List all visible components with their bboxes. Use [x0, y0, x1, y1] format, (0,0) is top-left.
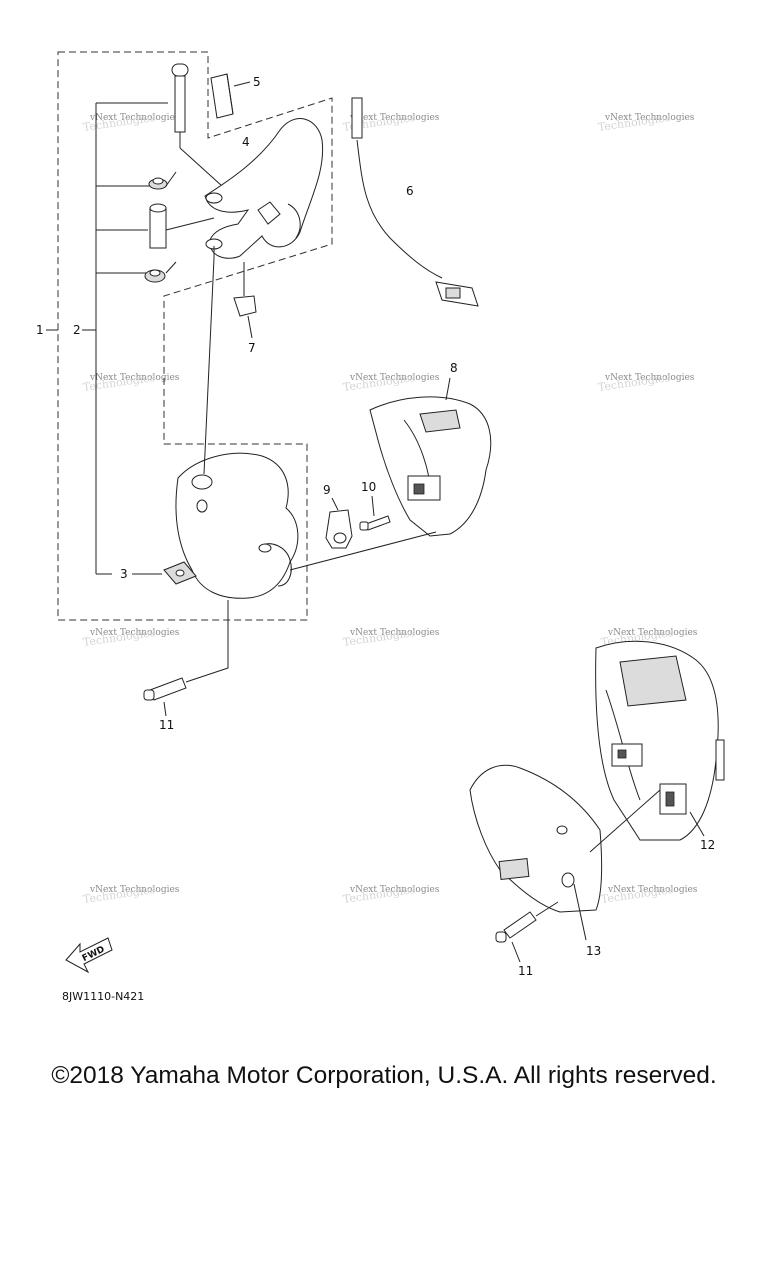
- callout-4: 4: [242, 135, 250, 149]
- watermark-text: vNext Technologies: [89, 373, 180, 383]
- fwd-arrow-icon: FWD: [65, 937, 113, 974]
- callout-2: 2: [73, 323, 81, 337]
- part-11-screw-upper: [143, 600, 229, 717]
- diagram-code: 8JW1110-N421: [62, 990, 144, 1003]
- watermark-text: vNext Technologies: [89, 113, 180, 123]
- watermark: vNext Technologies Technologies: [342, 883, 440, 906]
- watermark: vNext Technologies Technologies: [82, 111, 180, 134]
- collar-washer-set: [144, 171, 215, 283]
- part-9-bracket: [325, 497, 353, 549]
- watermark: vNext Technologies Technologies: [342, 626, 440, 649]
- part-6-cable: [351, 97, 479, 307]
- watermark-text: vNext Technologies: [89, 628, 180, 638]
- part-3-plate: [163, 561, 197, 585]
- switch-housing-front: [175, 246, 299, 599]
- callout-5: 5: [253, 75, 261, 89]
- assembly-1-boundary: [57, 51, 333, 621]
- callout-8: 8: [450, 361, 458, 375]
- callout-3: 3: [120, 567, 128, 581]
- part-7-clip: [233, 262, 257, 339]
- watermark: vNext Technologies Technologies: [597, 371, 695, 394]
- watermark-text: vNext Technologies: [89, 885, 180, 895]
- watermark-text: vNext Technologies: [349, 373, 440, 383]
- watermark-text: vNext Technologies: [349, 628, 440, 638]
- callout-7: 7: [248, 341, 256, 355]
- callout-11-lower: 11: [518, 964, 533, 978]
- callout-11-upper: 11: [159, 718, 174, 732]
- callout-12: 12: [700, 838, 715, 852]
- watermark: vNext Technologies Technologies: [342, 371, 440, 394]
- part-4-bracket: [204, 118, 324, 259]
- callout-9: 9: [323, 483, 331, 497]
- callout-6: 6: [406, 184, 414, 198]
- watermark: vNext Technologies Technologies: [600, 883, 698, 906]
- callout-labels: 1 2 3 4 5 6 7 8 9 10 11 11 12 13: [36, 75, 715, 978]
- parts-diagram: vNext Technologies Technologies vNext Te…: [36, 51, 725, 1003]
- copyright-notice: ©2018 Yamaha Motor Corporation, U.S.A. A…: [51, 1062, 717, 1089]
- part-10-screw: [359, 495, 391, 531]
- watermark: vNext Technologies Technologies: [82, 626, 180, 649]
- watermark-text: vNext Technologies: [349, 885, 440, 895]
- watermark: vNext Technologies Technologies: [597, 111, 695, 134]
- callout-1: 1: [36, 323, 44, 337]
- part-8-switch-housing: [289, 377, 492, 571]
- pivot-bolt: [171, 63, 223, 187]
- callout-brackets: [46, 102, 168, 575]
- watermark-text: vNext Technologies: [604, 113, 695, 123]
- watermark: vNext Technologies Technologies: [82, 883, 180, 906]
- part-5-pad: [210, 73, 251, 119]
- callout-10: 10: [361, 480, 376, 494]
- watermark-text: vNext Technologies: [604, 373, 695, 383]
- watermark-text: vNext Technologies: [607, 628, 698, 638]
- watermark-text: vNext Technologies: [607, 885, 698, 895]
- part-11-screw-lower: [495, 901, 559, 963]
- callout-13: 13: [586, 944, 601, 958]
- watermarks: vNext Technologies Technologies vNext Te…: [82, 111, 698, 906]
- watermark: vNext Technologies Technologies: [82, 371, 180, 394]
- part-12-switch-assembly: [595, 640, 725, 841]
- watermark-text: vNext Technologies: [349, 113, 440, 123]
- part-13-cover: [469, 764, 661, 941]
